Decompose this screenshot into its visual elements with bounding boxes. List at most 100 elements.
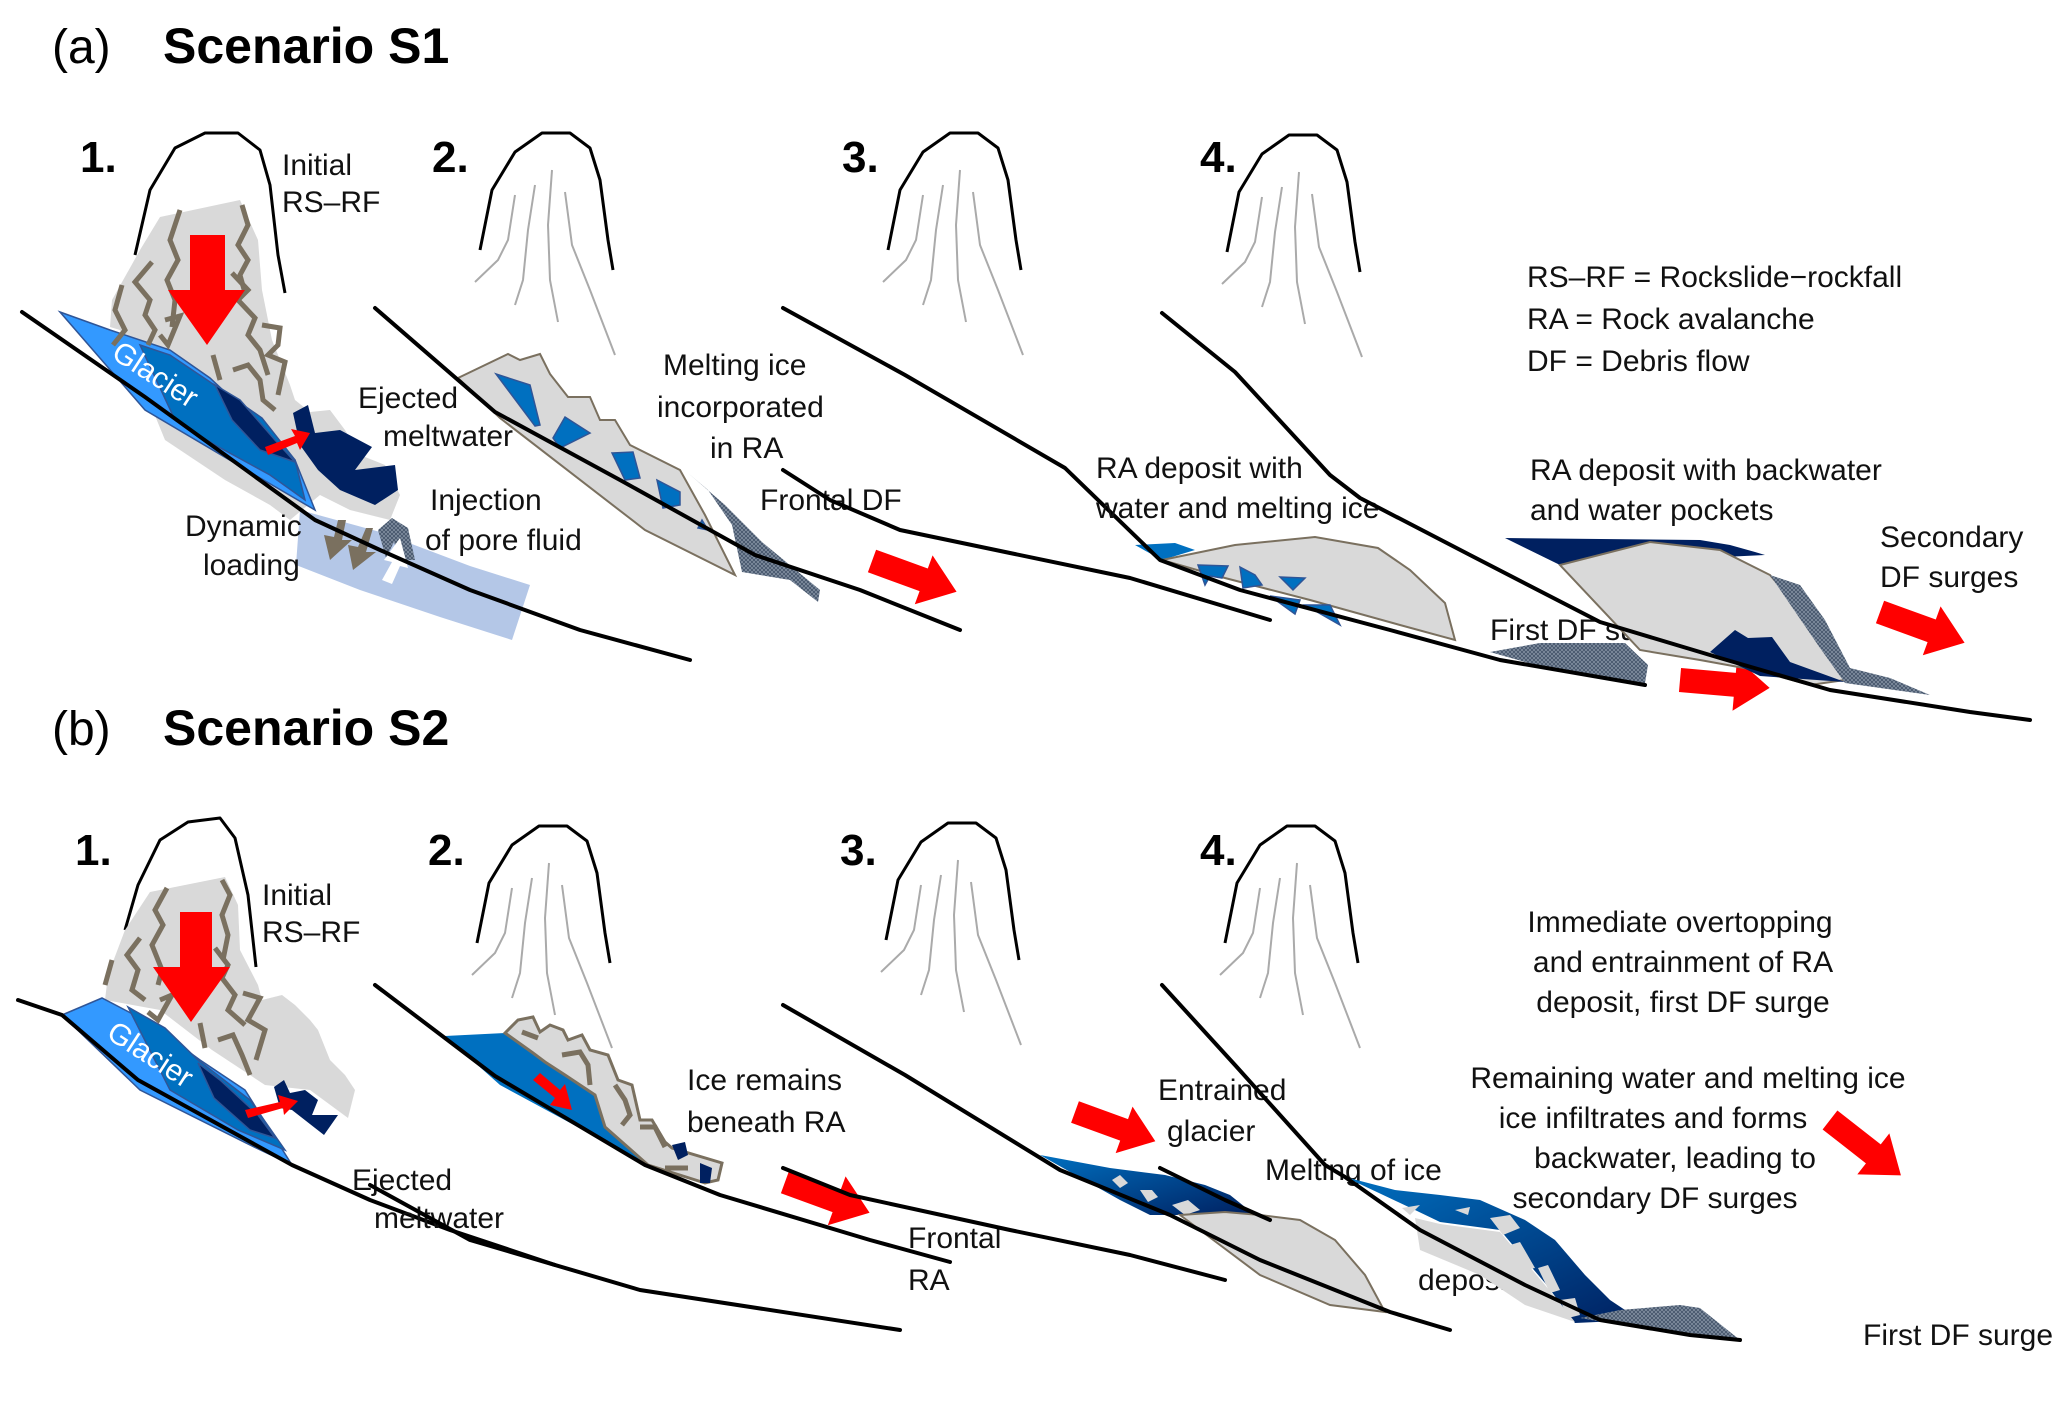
label-melting-line2: incorporated (657, 391, 824, 424)
dynamic-loading-arrows (324, 520, 376, 570)
panel-title: Scenario S1 (163, 18, 449, 74)
label-remaining-line2: ice infiltrates and forms (1499, 1102, 1807, 1135)
ejection-arrow (265, 429, 310, 455)
flow-arrow (1813, 1099, 1917, 1196)
mountain-peak (879, 821, 1023, 1047)
label-entrained-line1: Entrained (1158, 1074, 1286, 1107)
step-b4: 4. Immediate overtopping and entrainment… (1158, 824, 2053, 1352)
internal-flow-arrow (533, 1073, 572, 1110)
glacier-dark (213, 383, 296, 463)
ice-fragments (1112, 1175, 1200, 1215)
label-overtopping-line2: and entrainment of RA (1533, 946, 1833, 979)
rock-avalanche (502, 1015, 724, 1185)
ice-fragments (493, 372, 710, 532)
ice-fragment (700, 1163, 712, 1183)
injection-arrow (382, 538, 408, 584)
label-dynamic-line2: loading (203, 549, 300, 582)
slope-line-lower (1158, 1166, 1272, 1222)
glacier-dark (197, 1062, 277, 1140)
panel-title: Scenario S2 (163, 700, 449, 756)
step-number: 2. (428, 826, 465, 875)
panel-a: (a) Scenario S1 1. (20, 18, 2032, 722)
label-deposit-line2: and water pockets (1530, 494, 1773, 527)
slope-line (373, 306, 962, 632)
ejection-arrow (245, 1095, 298, 1118)
slope-line (20, 310, 692, 662)
mountain-peak (470, 824, 614, 1050)
slope-line (1160, 311, 2032, 722)
ejected-meltwater-blob (274, 1080, 338, 1135)
debris-flow-front (688, 473, 820, 602)
label-ejected-line1: Ejected (352, 1164, 452, 1197)
entrainment-arrow (1066, 1088, 1164, 1165)
step-number: 4. (1200, 826, 1237, 875)
label-ejected-line1: Ejected (358, 382, 458, 415)
step-a4: 4. RA deposit with backwater and water p… (1160, 133, 2032, 722)
step-a2: 2. Melting ice incorporated in RA Fronta… (373, 131, 966, 632)
label-ejected-line2: meltwater (374, 1202, 504, 1235)
glacier-under-ra (445, 1033, 648, 1165)
panel-letter: (b) (52, 703, 111, 756)
mountain-peak (473, 131, 617, 357)
legend-item: DF = Debris flow (1527, 345, 1750, 378)
label-remaining-line3: backwater, leading to (1534, 1142, 1816, 1175)
pore-fluid-injection (378, 518, 415, 560)
slope-line-lower (781, 468, 1272, 622)
flow-arrow (1871, 587, 1974, 668)
label-injection-line1: Injection (430, 484, 542, 517)
slope-line (781, 306, 1647, 687)
rock-mass (105, 877, 355, 1118)
slope-line-lower (781, 1166, 1227, 1282)
label-initial-line1: Initial (282, 149, 352, 182)
step-number: 1. (75, 826, 112, 875)
label-remaining-line4: secondary DF surges (1512, 1182, 1797, 1215)
first-surge-deposit (1490, 643, 1648, 683)
saturated-bedrock (296, 510, 530, 640)
step-number: 1. (80, 133, 117, 182)
mountain-peak (1220, 133, 1364, 359)
label-melting-line1: Melting ice (663, 349, 806, 382)
step-number: 3. (842, 133, 879, 182)
label-deposit-line2: water and melting ice (1095, 492, 1379, 525)
movement-arrow (153, 912, 230, 1022)
water-pocket (1710, 630, 1845, 682)
label-frontal-line2: RA (908, 1264, 950, 1297)
label-overtopping-line3: deposit, first DF surge (1536, 986, 1829, 1019)
flow-arrow (863, 536, 966, 617)
ice-fragment (672, 1142, 688, 1160)
first-surge-deposit (1580, 1305, 1740, 1340)
water-pool (1135, 543, 1195, 560)
legend-item: RA = Rock avalanche (1527, 303, 1815, 336)
ra-deposit (1177, 1210, 1387, 1314)
step-b3: 3. Entrained glacier Melting of ice RA d… (781, 821, 1515, 1332)
label-initial-line2: RS–RF (262, 916, 360, 949)
label-remaining-line1: Remaining water and melting ice (1470, 1062, 1905, 1095)
label-dynamic-line1: Dynamic (185, 510, 302, 543)
label-melting-line3: in RA (710, 432, 783, 465)
slope-line-lower (368, 1183, 902, 1332)
panel-b: (b) Scenario S2 1. Glacier Initial (16, 700, 2053, 1352)
ejected-meltwater-blob (293, 405, 398, 505)
panel-letter: (a) (52, 21, 111, 74)
mountain-peak (133, 131, 287, 294)
mountain-peak (881, 131, 1025, 357)
step-number: 3. (840, 826, 877, 875)
step-a3: 3. RA deposit with water and melting ice… (781, 131, 1772, 714)
secondary-surge-deposit (1770, 575, 1930, 695)
slope-line (1160, 983, 1742, 1342)
label-initial-line2: RS–RF (282, 186, 380, 219)
mountain-peak (123, 816, 258, 968)
entrained-glacier (1040, 1155, 1255, 1215)
movement-arrow (168, 235, 245, 345)
label-deposit-line1: RA deposit with (1096, 452, 1303, 485)
label-deposit-line1: RA deposit with backwater (1530, 454, 1882, 487)
label-ejected-line2: meltwater (383, 420, 513, 453)
backwater-flow (1345, 1177, 1640, 1323)
abbreviation-legend: RS–RF = Rockslide−rockfall RA = Rock ava… (1527, 261, 1902, 378)
label-secondary-line1: Secondary (1880, 521, 2023, 554)
label-overtopping-line1: Immediate overtopping (1527, 906, 1832, 939)
slope-line (781, 1003, 1452, 1332)
step-a1: 1. (20, 131, 692, 662)
label-first-surge: First DF surge (1863, 1319, 2053, 1352)
